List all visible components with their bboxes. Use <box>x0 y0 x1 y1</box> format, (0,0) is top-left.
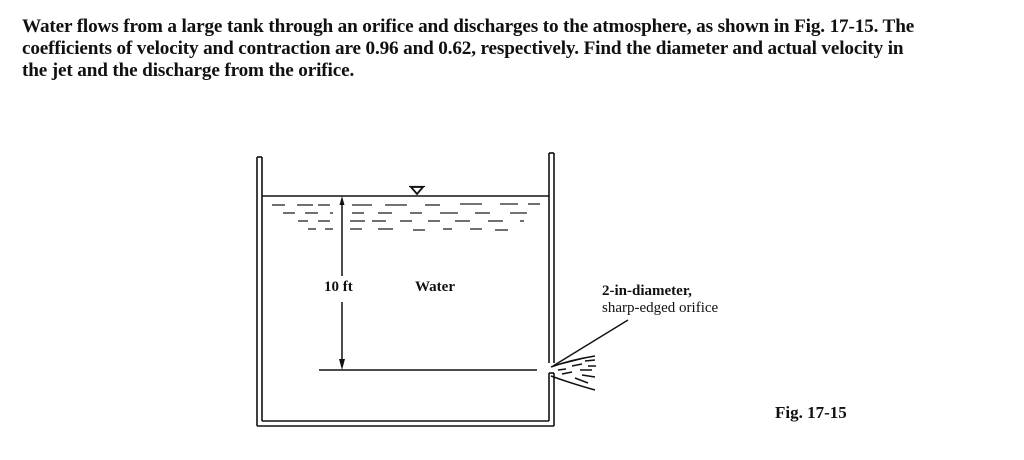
orifice-label-line-1: 2-in-diameter, <box>602 283 692 299</box>
head-dimension-line <box>319 200 537 371</box>
problem-line-2: coefficients of velocity and contraction… <box>22 38 904 59</box>
head-height-label: 10 ft <box>324 279 353 295</box>
problem-statement: Water flows from a large tank through an… <box>22 16 1012 82</box>
orifice-label-line-2: sharp-edged orifice <box>602 300 719 316</box>
free-surface-symbol-icon <box>409 185 425 196</box>
dimension-arrow-down-icon <box>339 359 345 370</box>
orifice-leader-line <box>552 319 629 367</box>
water-hatching <box>272 203 540 231</box>
orifice-jet <box>550 355 596 391</box>
orifice-label: 2-in-diameter, sharp-edged orifice <box>602 283 718 317</box>
dimension-arrow-up-icon <box>339 196 345 205</box>
problem-line-1: Water flows from a large tank through an… <box>22 16 915 37</box>
problem-line-3: the jet and the discharge from the orifi… <box>22 60 355 81</box>
fluid-label: Water <box>415 279 455 295</box>
figure-caption: Fig. 17-15 <box>775 403 847 422</box>
